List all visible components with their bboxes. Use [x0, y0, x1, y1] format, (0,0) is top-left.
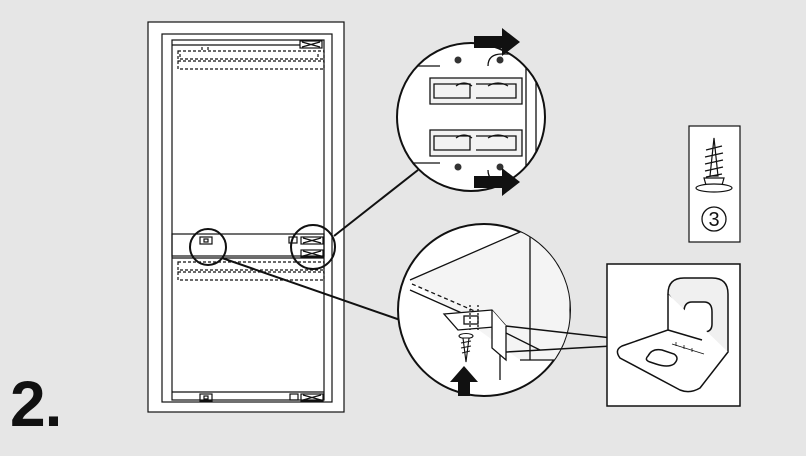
top-hinge-cross — [301, 41, 321, 48]
bracket-bend-line — [667, 329, 703, 341]
shelf-bracket-wall — [491, 310, 507, 362]
hinge-screw-dot-2 — [496, 56, 504, 64]
leader-line-top — [333, 169, 419, 237]
middle-hinge-lower — [300, 249, 324, 258]
step-number: 2. — [10, 368, 62, 440]
top-small-marks — [179, 47, 319, 57]
arrow-right-icon — [474, 168, 520, 196]
angle-bracket-icon — [616, 277, 729, 393]
small-screw-shank — [462, 337, 470, 363]
middle-left-bracket-hole — [203, 238, 209, 243]
screw-count-badge — [701, 206, 727, 232]
lower-hinge-curves — [455, 134, 509, 139]
bottom-right-bracket — [289, 393, 299, 401]
hinge-screw-dot-1 — [454, 56, 462, 64]
cabinet-door-panel — [171, 39, 325, 401]
screw-icon — [458, 332, 474, 363]
callout-circle-left — [189, 228, 227, 266]
middle-divider — [171, 233, 325, 257]
upper-hinge-plate — [429, 77, 523, 105]
bracket-detail-zoom — [397, 223, 571, 397]
arrow-up-icon — [450, 366, 478, 396]
screw-part-box: 3 — [688, 125, 741, 243]
callout-circle-right — [290, 224, 336, 270]
bracket-dimension-marks — [671, 342, 705, 355]
top-dashed-strip-2 — [177, 60, 325, 70]
bracket-leader-lines — [505, 325, 613, 353]
cabinet-front-view — [147, 21, 345, 413]
bottom-left-bracket-hole — [203, 395, 209, 400]
arrow-right-icon — [474, 28, 520, 56]
bracket-horizontal-hole — [645, 348, 678, 367]
screw-count-label: 3 — [708, 209, 719, 231]
bottom-left-bracket — [199, 393, 213, 402]
upper-hinge-curves — [455, 82, 509, 87]
hinge-detail-zoom — [396, 28, 546, 196]
middle-hinge-lower-cross — [302, 250, 322, 257]
bracket-horizontal-face — [616, 294, 729, 393]
middle-hinge-upper — [300, 236, 324, 245]
bottom-hinge-cross — [302, 394, 322, 401]
middle-left-bracket — [199, 236, 213, 245]
top-dashed-strip-1 — [177, 50, 325, 60]
hinge-zoom-circle — [396, 42, 546, 192]
shelf-bracket-slot — [463, 315, 479, 325]
bottom-hinge-block — [300, 393, 324, 402]
screw-threads — [704, 145, 724, 178]
hinge-screw-dot-4 — [496, 163, 504, 171]
lower-dashed-strip-2 — [177, 271, 325, 281]
top-hinge-block — [299, 40, 323, 49]
bracket-inset — [606, 263, 741, 407]
middle-hinge-upper-cross — [302, 237, 322, 244]
small-screw-threads — [460, 340, 472, 354]
lower-hinge-plate — [429, 129, 523, 157]
screw-head — [695, 183, 733, 193]
hinge-screw-dot-3 — [454, 163, 462, 171]
screw-guide-lines — [469, 305, 479, 330]
screw-icon — [695, 137, 733, 193]
leader-line-bottom — [221, 257, 407, 323]
